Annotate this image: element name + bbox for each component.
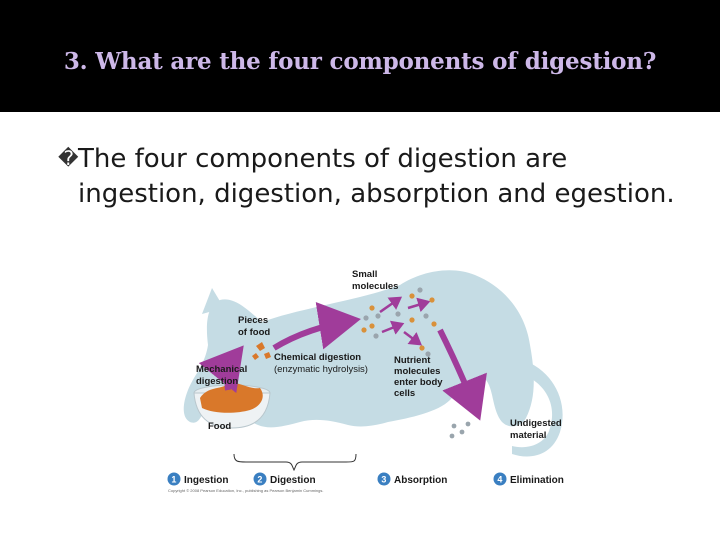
cat-ear — [202, 288, 224, 314]
label-mechanical-1: Mechanical — [196, 364, 247, 375]
label-nutrient-1: Nutrient — [394, 355, 431, 366]
digestion-diagram: Small molecules Pieces of food Chemical … — [167, 269, 564, 493]
stage-label-digestion: Digestion — [270, 475, 316, 486]
label-pieces-2: of food — [238, 327, 270, 338]
arrow-small-3 — [407, 297, 431, 313]
stage-ingestion: 1 Ingestion — [167, 472, 228, 486]
food-piece-2 — [264, 352, 271, 359]
stage-elimination: 4 Elimination — [493, 472, 564, 486]
label-chemical-2: (enzymatic hydrolysis) — [274, 364, 368, 375]
square-bullet-icon: � — [58, 146, 79, 170]
label-mechanical-2: digestion — [196, 376, 238, 387]
label-small-molecules-2: molecules — [352, 281, 398, 292]
copyright-credit: Copyright © 2008 Pearson Education, Inc.… — [168, 488, 323, 493]
label-pieces-1: Pieces — [238, 315, 268, 326]
food-piece-1 — [256, 342, 265, 351]
label-nutrient-2: molecules — [394, 366, 440, 377]
pieces-to-small-arrow — [272, 301, 361, 351]
stage-number-2: 2 — [257, 474, 262, 484]
stage-number-4: 4 — [497, 474, 502, 484]
title-bar: 3. What are the four components of diges… — [0, 0, 720, 112]
cat-tail — [512, 360, 563, 457]
stage-brace — [233, 453, 357, 472]
label-undigested-1: Undigested — [510, 418, 562, 429]
food-piece-3 — [252, 353, 259, 360]
molecule-dots — [361, 287, 471, 439]
stage-number-3: 3 — [381, 474, 386, 484]
stage-number-1: 1 — [171, 474, 176, 484]
label-small-molecules-1: Small — [352, 269, 377, 280]
bullet-point: �The four components of digestion are — [58, 140, 708, 177]
label-nutrient-4: cells — [394, 388, 415, 399]
stage-label-absorption: Absorption — [394, 475, 447, 486]
arrow-small-1 — [379, 296, 403, 314]
label-undigested-2: material — [510, 430, 546, 441]
bullet-text-line2: ingestion, digestion, absorption and ege… — [78, 179, 675, 209]
stage-digestion: 2 Digestion — [253, 472, 316, 486]
slide-title: 3. What are the four components of diges… — [63, 48, 657, 75]
label-chemical-1: Chemical digestion — [274, 352, 361, 363]
label-food: Food — [208, 421, 231, 432]
bullet-text-line1: The four components of digestion are — [78, 144, 568, 174]
label-nutrient-3: enter body — [394, 377, 443, 388]
ingestion-arrow — [198, 345, 244, 394]
absorption-arrow — [437, 328, 487, 421]
arrow-small-2 — [381, 320, 405, 335]
stage-label-elimination: Elimination — [510, 475, 564, 486]
stage-absorption: 3 Absorption — [377, 472, 447, 486]
arrow-small-4 — [403, 331, 422, 346]
stage-label-ingestion: Ingestion — [184, 475, 228, 486]
